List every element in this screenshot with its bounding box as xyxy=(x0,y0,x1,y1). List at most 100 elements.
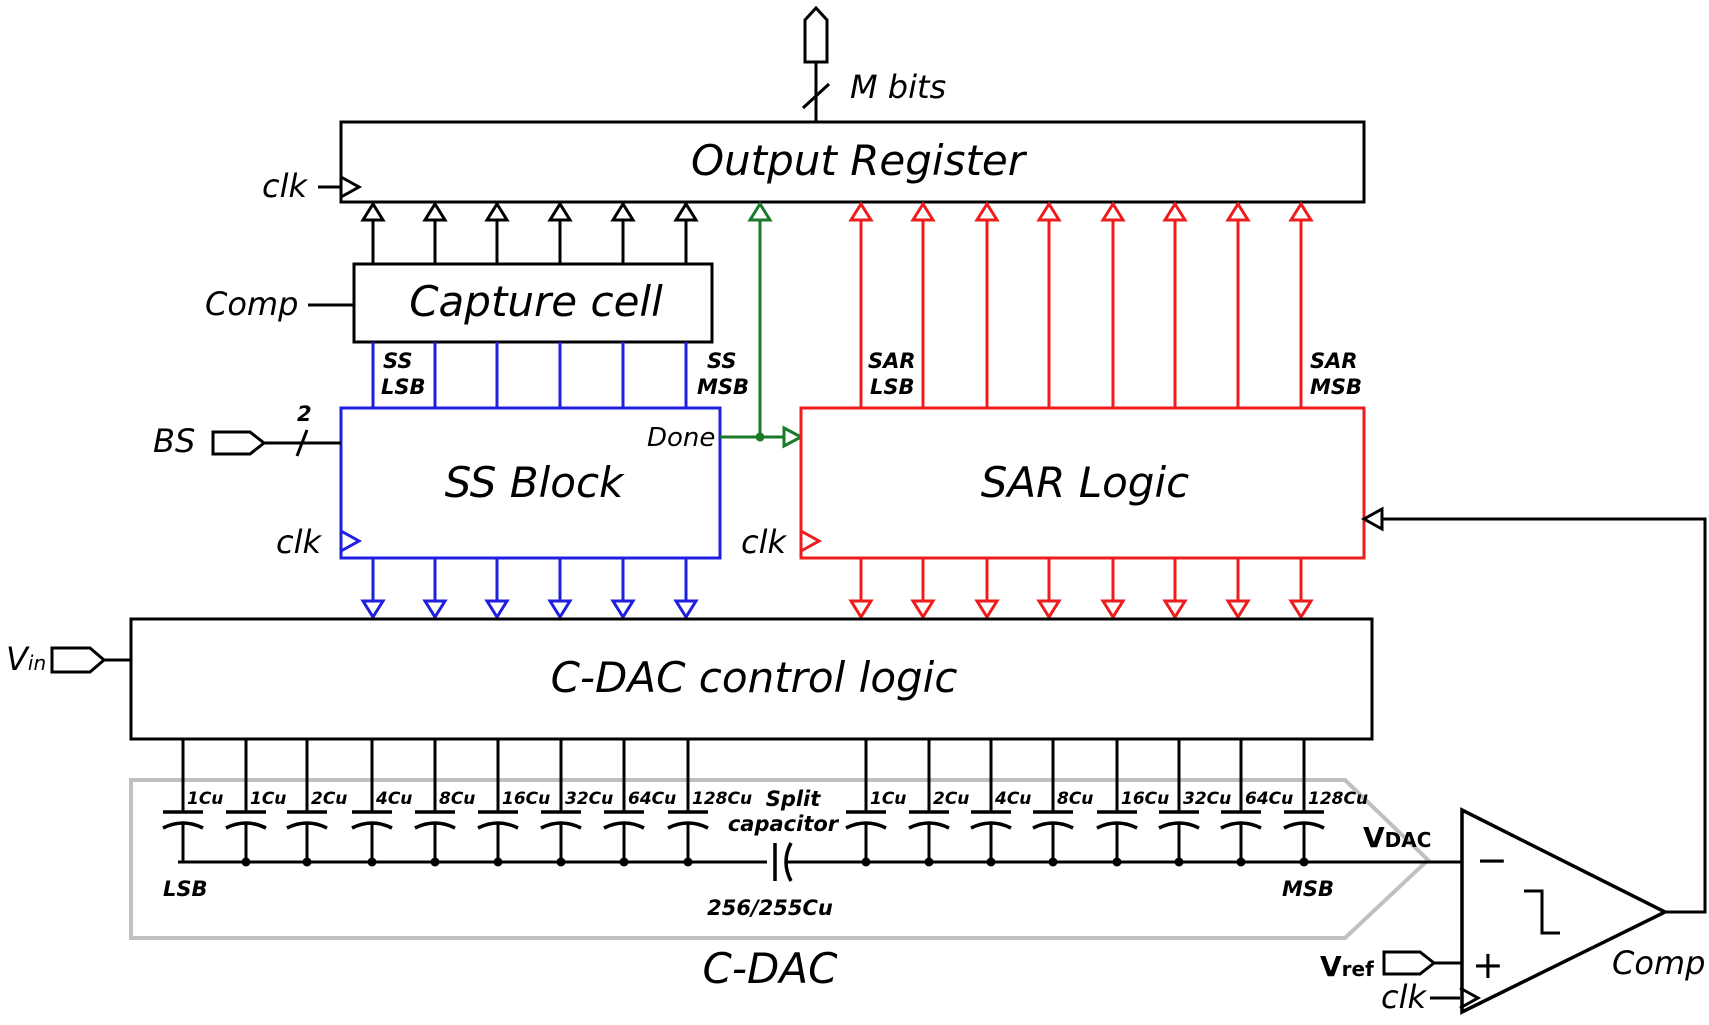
output-register-clk-label: clk xyxy=(262,167,308,205)
capacitor-right-7: 128Cu xyxy=(1283,739,1368,867)
output-register-block xyxy=(339,120,1366,204)
cdac-control-logic-block xyxy=(129,617,1374,741)
sar-up-arrow-3 xyxy=(1036,201,1062,408)
capture-cell-block xyxy=(352,262,714,344)
capacitor-right-2: 4Cu xyxy=(970,739,1031,867)
capacitor-value-right-4: 16Cu xyxy=(1121,789,1169,809)
split-capacitor xyxy=(773,842,793,882)
capacitor-value-right-3: 8Cu xyxy=(1057,789,1093,809)
msb-label: MSB xyxy=(1282,877,1334,901)
ss-msb-label-1: SS xyxy=(707,349,737,373)
capture-arrow-0 xyxy=(360,201,386,264)
capacitor-value-right-7: 128Cu xyxy=(1308,789,1368,809)
sar-down-arrow-1 xyxy=(910,558,936,620)
lsb-label: LSB xyxy=(163,877,208,901)
ss-block-label: SS Block xyxy=(445,458,625,507)
ss-down-arrow-2 xyxy=(484,558,510,620)
sar-up-arrow-0 xyxy=(848,201,874,408)
comp-feedback-line xyxy=(1382,517,1707,914)
sar-up-arrow-2 xyxy=(974,201,1000,408)
sar-msb-label-2: MSB xyxy=(1310,375,1362,399)
sar-down-arrow-5 xyxy=(1162,558,1188,620)
comparator-triangle xyxy=(1460,807,1669,1015)
capacitor-left-3: 4Cu xyxy=(351,739,412,867)
sar-to-cdac-arrows xyxy=(848,558,1314,620)
capacitor-value-left-6: 32Cu xyxy=(565,789,613,809)
sar-lsb-label-1: SAR xyxy=(868,349,916,373)
capacitor-left-0: 1Cu xyxy=(162,739,223,862)
capacitor-value-left-5: 16Cu xyxy=(502,789,550,809)
capacitor-value-left-0: 1Cu xyxy=(187,789,223,809)
sar-up-arrow-6 xyxy=(1225,201,1251,408)
comp-output-label: Comp xyxy=(1612,944,1705,982)
ss-down-arrow-1 xyxy=(422,558,448,620)
ss-block xyxy=(339,406,722,560)
capacitor-right-6: 64Cu xyxy=(1220,739,1293,867)
ss-msb-label-2: MSB xyxy=(697,375,749,399)
bs-label: BS xyxy=(153,422,195,460)
output-register-clk-triangle xyxy=(340,175,363,199)
capture-arrow-3 xyxy=(547,201,573,264)
capacitor-value-right-2: 4Cu xyxy=(994,789,1031,809)
ss-to-cdac-arrows xyxy=(360,558,699,620)
split-label-1: Split xyxy=(766,787,822,811)
sar-down-arrow-3 xyxy=(1036,558,1062,620)
sar-down-arrow-7 xyxy=(1288,558,1314,620)
hysteresis-icon xyxy=(1524,889,1560,935)
ss-block-clk-triangle xyxy=(340,529,363,553)
capacitor-right-1: 2Cu xyxy=(908,739,969,867)
sar-msb-label-1: SAR xyxy=(1310,349,1358,373)
capacitor-value-right-5: 32Cu xyxy=(1183,789,1231,809)
sar-down-arrow-6 xyxy=(1225,558,1251,620)
output-pin xyxy=(801,5,831,122)
capacitor-value-left-4: 8Cu xyxy=(439,789,475,809)
capacitor-value-left-7: 64Cu xyxy=(628,789,676,809)
capture-to-register-arrows xyxy=(360,201,699,264)
capture-arrow-1 xyxy=(422,201,448,264)
capacitor-left-2: 2Cu xyxy=(286,739,347,867)
comparator-clk-triangle xyxy=(1459,986,1482,1010)
ss-block-clk-label: clk xyxy=(276,523,322,561)
vin-label: Vin xyxy=(6,640,46,678)
split-value-label: 256/255Cu xyxy=(707,896,833,920)
capture-cell-label: Capture cell xyxy=(409,277,663,326)
comp-feedback-arrowhead xyxy=(1360,506,1384,532)
ss-down-arrow-4 xyxy=(610,558,636,620)
capacitor-left-6: 32Cu xyxy=(540,739,613,867)
split-label-2: capacitor xyxy=(728,812,840,836)
ss-down-arrow-3 xyxy=(547,558,573,620)
sar-down-arrow-0 xyxy=(848,558,874,620)
sar-down-arrow-2 xyxy=(974,558,1000,620)
cdac-outline xyxy=(129,778,1431,940)
capacitor-value-right-0: 1Cu xyxy=(870,789,906,809)
comparator-plus: + xyxy=(1472,943,1504,987)
m-bits-label: M bits xyxy=(850,68,946,106)
capture-arrow-4 xyxy=(610,201,636,264)
sar-up-arrow-5 xyxy=(1162,201,1188,408)
comparator-minus: − xyxy=(1476,838,1508,882)
sar-logic-clk-triangle xyxy=(800,529,823,553)
comparator-clk-label: clk xyxy=(1381,978,1427,1016)
vref-input-pin xyxy=(1382,950,1437,976)
bs-width-label: 2 xyxy=(297,402,312,426)
sar-logic-clk-label: clk xyxy=(741,523,787,561)
vin-input-pin xyxy=(50,646,107,674)
capacitor-left-4: 8Cu xyxy=(414,739,475,867)
capture-arrow-5 xyxy=(673,201,699,264)
vdac-label: VDAC xyxy=(1363,821,1431,854)
capture-arrow-2 xyxy=(484,201,510,264)
capacitor-left-1: 1Cu xyxy=(225,739,286,867)
capacitor-value-left-3: 4Cu xyxy=(375,789,412,809)
ss-down-arrow-5 xyxy=(673,558,699,620)
ss-down-arrow-0 xyxy=(360,558,386,620)
capacitor-value-left-1: 1Cu xyxy=(250,789,286,809)
capacitor-value-right-1: 2Cu xyxy=(933,789,969,809)
ss-to-capture-lines xyxy=(371,342,688,408)
sar-logic-label: SAR Logic xyxy=(981,458,1189,507)
sar-lsb-label-2: LSB xyxy=(870,375,915,399)
capacitor-value-left-2: 2Cu xyxy=(311,789,347,809)
capacitor-left-5: 16Cu xyxy=(477,739,550,867)
output-register-label: Output Register xyxy=(691,136,1028,185)
